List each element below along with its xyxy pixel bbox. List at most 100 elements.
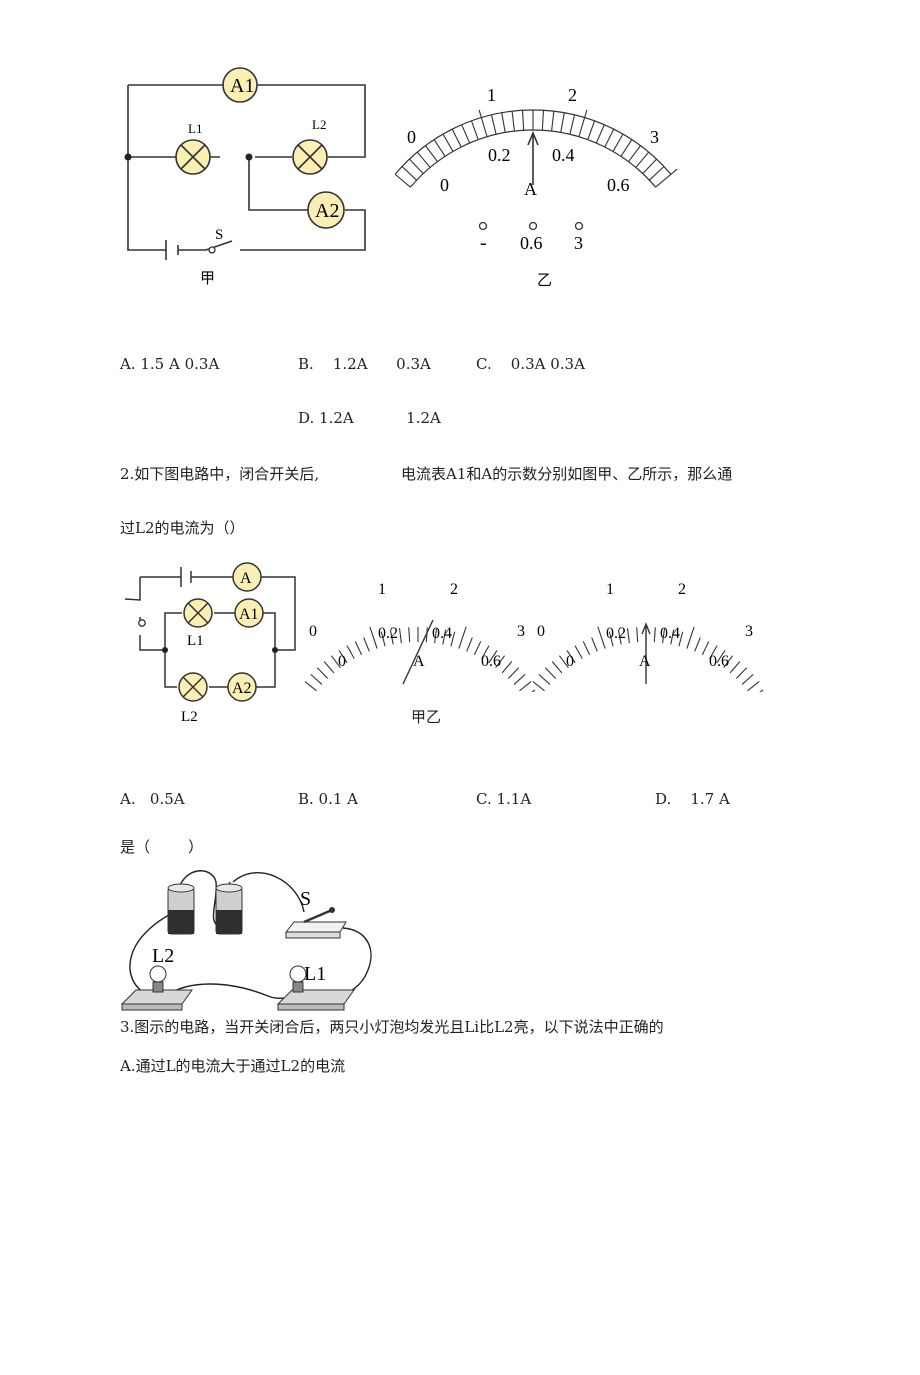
caption-yi: 乙 <box>537 273 552 289</box>
dial-tick <box>398 628 402 644</box>
dial-tick <box>470 120 479 140</box>
svg-text:L2: L2 <box>152 945 174 967</box>
dial-tick <box>330 655 341 669</box>
svg-text:0: 0 <box>566 653 574 670</box>
dial-tick <box>551 661 563 674</box>
dial-tick <box>442 629 447 645</box>
dial1-unit: A <box>524 179 537 199</box>
ammeter-a2-q2: A2 <box>227 672 257 702</box>
q2-option-d[interactable]: D. 1.7 A <box>655 790 730 808</box>
dial-tick <box>513 673 526 685</box>
dial-tick <box>466 637 473 652</box>
dial-tick <box>451 128 462 148</box>
dial-tick <box>617 629 622 645</box>
svg-text:3: 3 <box>745 623 753 640</box>
svg-text:L2: L2 <box>181 709 198 725</box>
dial-tick <box>709 645 718 659</box>
q1-option-d[interactable]: D. 1.2A 1.2A <box>298 409 441 427</box>
dial-tick <box>401 166 417 181</box>
dial-tick <box>649 166 665 181</box>
dial-tick <box>587 120 596 140</box>
dial-tick <box>569 114 576 135</box>
dial-tick <box>741 673 754 685</box>
dial1-top-2: 2 <box>568 85 577 105</box>
dial1-top-3: 3 <box>650 127 659 147</box>
switch-label: S <box>215 227 223 243</box>
dial-tick <box>408 627 411 643</box>
svg-text:2: 2 <box>450 581 458 598</box>
q2-stem-part1: 2.如下图电路中，闭合开关后, <box>120 465 320 483</box>
figure2-circuit: A L1 A1 L2 A2 <box>124 562 296 725</box>
dial1-top-1: 1 <box>487 85 496 105</box>
svg-text:0.4: 0.4 <box>660 625 680 642</box>
terminal-06: 0.6 <box>520 233 543 253</box>
q1-option-c[interactable]: C. 0.3A 0.3A <box>476 355 585 373</box>
lamp-l2: L2 <box>292 117 328 175</box>
svg-text:L1: L1 <box>187 633 204 649</box>
dial-tick <box>582 641 591 656</box>
svg-text:2: 2 <box>678 581 686 598</box>
q3-option-a[interactable]: A.通过L的电流大于通过L2的电流 <box>120 1057 346 1075</box>
dial-tick <box>323 661 335 674</box>
dial-tick <box>538 673 551 685</box>
ammeter-a1: A1 <box>222 67 258 103</box>
q2-option-b[interactable]: B. 0.1 A <box>298 790 359 808</box>
dial-tick <box>501 112 506 133</box>
q1-option-a[interactable]: A. 1.5 A 0.3A <box>120 355 220 373</box>
dial-tick <box>723 655 734 669</box>
dial-tick <box>501 661 513 674</box>
dial-tick <box>316 667 329 679</box>
dial-tick <box>578 109 588 137</box>
ammeter-a: A <box>232 562 262 592</box>
dial-yi-pointer <box>641 622 651 684</box>
dial-tick <box>473 641 482 656</box>
dial-tick <box>380 631 386 647</box>
lamp-holder-l1: L1 <box>276 963 355 1011</box>
q2-option-a[interactable]: A. 0.5A <box>120 790 185 808</box>
ammeter-a2: A2 <box>307 191 345 229</box>
dial1-bottom-06: 0.6 <box>607 175 630 195</box>
dial-tick <box>533 680 545 692</box>
dial-tick <box>363 637 370 652</box>
dial-tick <box>389 629 394 645</box>
dial-tick <box>735 667 748 679</box>
terminal-3: 3 <box>574 233 583 253</box>
dial-tick <box>747 680 760 692</box>
figure3-circuit: S L2 L1 <box>120 870 372 1011</box>
caption-jia: 甲 <box>200 271 215 287</box>
svg-text:0.2: 0.2 <box>606 625 626 642</box>
dial-tick <box>488 650 498 664</box>
q2-fig-caption: 甲乙 <box>411 708 442 726</box>
dial-tick <box>670 629 675 645</box>
dial-tick <box>759 689 763 692</box>
terminal-negative: - <box>480 232 487 254</box>
svg-text:3: 3 <box>517 623 525 640</box>
dial-tick <box>442 133 454 152</box>
dial-tick <box>604 128 615 148</box>
dial-tick <box>409 158 424 174</box>
dial-tick <box>686 626 695 649</box>
dial-tick <box>305 680 317 692</box>
dial1-bottom-02: 0.2 <box>488 145 511 165</box>
dial-tick <box>694 637 701 652</box>
dial-tick <box>636 627 639 643</box>
dial-tick <box>716 650 726 664</box>
dial-tick <box>729 661 741 674</box>
battery-left <box>167 883 195 935</box>
q2-option-c[interactable]: C. 1.1A <box>476 790 532 808</box>
dial-tick <box>416 151 431 168</box>
dial-tick <box>662 628 666 644</box>
dial-tick <box>310 673 323 685</box>
dial-tick <box>560 112 565 133</box>
q1-option-b[interactable]: B. 1.2A 0.3A <box>298 355 431 373</box>
svg-text:L2: L2 <box>312 117 326 132</box>
svg-text:0.6: 0.6 <box>709 653 729 670</box>
dial-tick <box>655 168 678 188</box>
svg-text:S: S <box>300 888 311 910</box>
svg-text:0.6: 0.6 <box>481 653 501 670</box>
svg-text:0.2: 0.2 <box>378 625 398 642</box>
dial-tick <box>626 628 630 644</box>
q2-stem-line2: 过L2的电流为（） <box>120 519 245 537</box>
svg-text:1: 1 <box>378 581 386 598</box>
figure1-dial: 0 1 2 3 0 0.2 0.4 0.6 A - 0.6 3 乙 <box>395 85 678 289</box>
